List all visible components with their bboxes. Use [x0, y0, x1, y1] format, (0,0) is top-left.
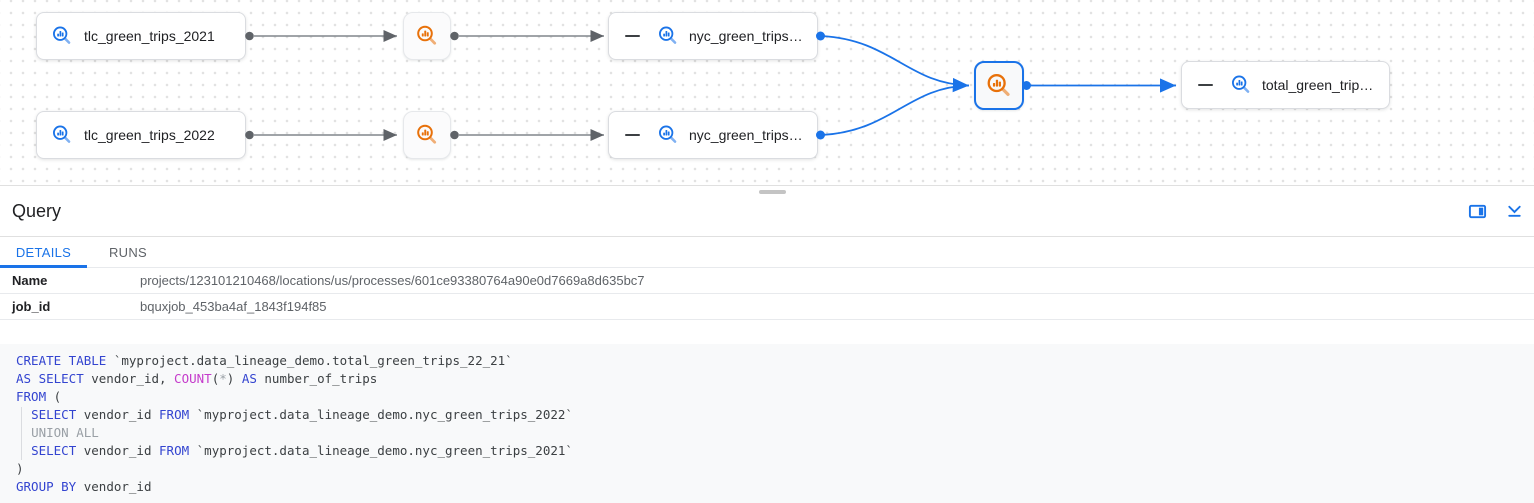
panel-header: Query — [0, 186, 1534, 237]
node-label: tlc_green_trips_2021 — [84, 28, 215, 44]
detail-row-name: Name projects/123101210468/locations/us/… — [0, 268, 1534, 294]
table-search-icon — [51, 25, 73, 47]
node-label: tlc_green_trips_2022 — [84, 127, 215, 143]
detail-label: job_id — [12, 299, 51, 314]
lineage-node-tlc-green-trips-2021[interactable]: tlc_green_trips_2021 — [36, 12, 246, 60]
detail-label: Name — [12, 273, 48, 288]
sql-code-block: CREATE TABLE `myproject.data_lineage_dem… — [0, 344, 1534, 503]
table-search-icon — [657, 25, 679, 47]
lineage-node-tlc-green-trips-2022[interactable]: tlc_green_trips_2022 — [36, 111, 246, 159]
tab-details[interactable]: DETAILS — [0, 237, 87, 268]
node-label: nyc_green_trips… — [689, 28, 803, 44]
query-process-icon — [415, 123, 439, 147]
details-table: Name projects/123101210468/locations/us/… — [0, 268, 1534, 320]
node-label: nyc_green_trips… — [689, 127, 803, 143]
lineage-node-nyc-green-trips-2022[interactable]: nyc_green_trips… — [608, 111, 818, 159]
indent-guide — [21, 407, 22, 460]
lineage-process-node-2[interactable] — [403, 111, 451, 159]
collapse-panel-icon[interactable] — [1504, 201, 1524, 221]
panel-title: Query — [12, 200, 62, 221]
table-search-icon — [1230, 74, 1252, 96]
lineage-node-nyc-green-trips-2021[interactable]: nyc_green_trips… — [608, 12, 818, 60]
detail-row-job-id: job_id bquxjob_453ba4af_1843f194f85 — [0, 294, 1534, 320]
query-process-icon — [415, 24, 439, 48]
lineage-process-node-selected[interactable] — [974, 61, 1024, 110]
lineage-process-node-1[interactable] — [403, 12, 451, 60]
node-label: total_green_trip… — [1262, 77, 1374, 93]
collapse-columns-icon[interactable] — [625, 35, 640, 37]
query-details-panel: Query DETAILS RUNS Name projects/1231012… — [0, 186, 1534, 503]
lineage-canvas[interactable]: tlc_green_trips_2021 tlc_green_trips_202… — [0, 0, 1534, 186]
collapse-columns-icon[interactable] — [1198, 84, 1213, 86]
table-search-icon — [657, 124, 679, 146]
sql-code: CREATE TABLE `myproject.data_lineage_dem… — [16, 353, 573, 494]
query-process-icon — [985, 72, 1013, 100]
detail-value: projects/123101210468/locations/us/proce… — [140, 273, 645, 288]
open-side-panel-icon[interactable] — [1467, 201, 1487, 221]
tab-runs[interactable]: RUNS — [108, 244, 148, 260]
panel-tabbar: DETAILS RUNS — [0, 237, 1534, 268]
table-search-icon — [51, 124, 73, 146]
panel-resize-handle[interactable] — [759, 190, 786, 194]
collapse-columns-icon[interactable] — [625, 134, 640, 136]
detail-value: bquxjob_453ba4af_1843f194f85 — [140, 299, 327, 314]
lineage-node-total-green-trips[interactable]: total_green_trip… — [1181, 61, 1390, 109]
